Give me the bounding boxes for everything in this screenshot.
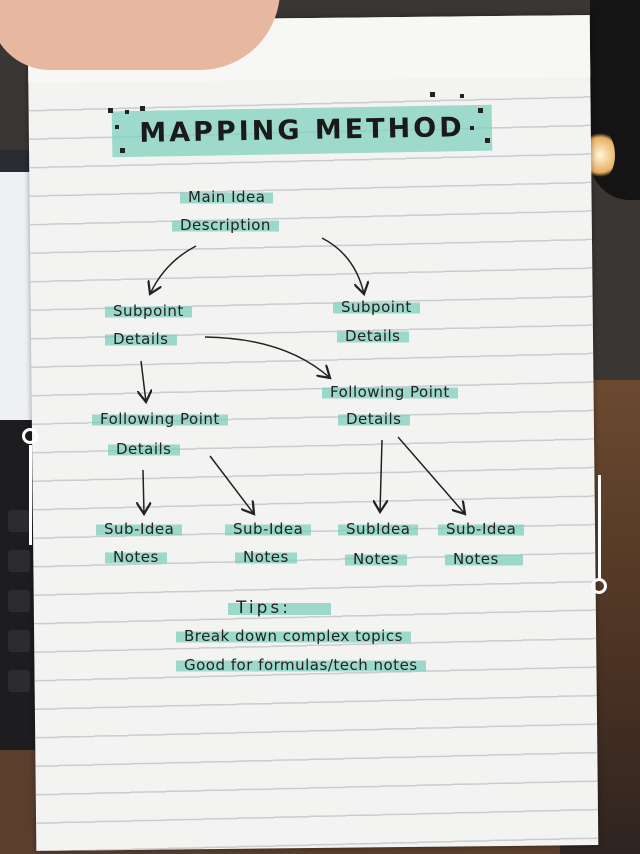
following-point-left-details: Details — [108, 440, 180, 458]
sub-idea-4: Sub-Idea — [438, 520, 525, 538]
arrow-to-sub-idea-3 — [380, 439, 382, 512]
hand — [0, 0, 280, 70]
sub-idea-3: SubIdea — [338, 520, 419, 538]
sub-idea-2-notes: Notes — [235, 548, 297, 566]
following-point-right: Following Point — [322, 383, 458, 401]
subpoint-left-details: Details — [105, 330, 177, 348]
tip-2: Good for formulas/tech notes — [176, 656, 426, 674]
arrow-left-to-following — [141, 360, 146, 402]
arrow-to-sub-idea-1 — [143, 469, 144, 514]
sub-idea-2: Sub-Idea — [225, 520, 312, 538]
tip-1: Break down complex topics — [176, 627, 411, 645]
slider-track-left[interactable] — [29, 445, 32, 545]
slider-handle-left[interactable] — [22, 428, 38, 444]
slider-handle-right[interactable] — [591, 578, 607, 594]
subpoint-right-details: Details — [337, 327, 409, 345]
slider-track-right[interactable] — [598, 475, 601, 580]
sparkle-decorations — [108, 92, 490, 153]
sub-idea-3-notes: Notes — [345, 550, 407, 568]
arrow-to-sub-idea-2 — [209, 455, 254, 514]
subpoint-left: Subpoint — [105, 302, 192, 320]
arrow-main-to-right — [321, 237, 364, 294]
main-description: Description — [172, 216, 279, 234]
following-point-left: Following Point — [92, 410, 228, 428]
sub-idea-4-notes: Notes — [445, 550, 523, 568]
main-idea: Main Idea — [180, 188, 274, 206]
arrow-main-to-left — [150, 245, 197, 294]
arrow-to-sub-idea-4 — [397, 436, 465, 514]
subpoint-right: Subpoint — [333, 298, 420, 316]
tips-heading: Tips: — [228, 598, 331, 618]
arrow-left-to-right-following — [204, 336, 330, 378]
following-point-right-details: Details — [338, 410, 410, 428]
sub-idea-1: Sub-Idea — [96, 520, 183, 538]
sub-idea-1-notes: Notes — [105, 548, 167, 566]
